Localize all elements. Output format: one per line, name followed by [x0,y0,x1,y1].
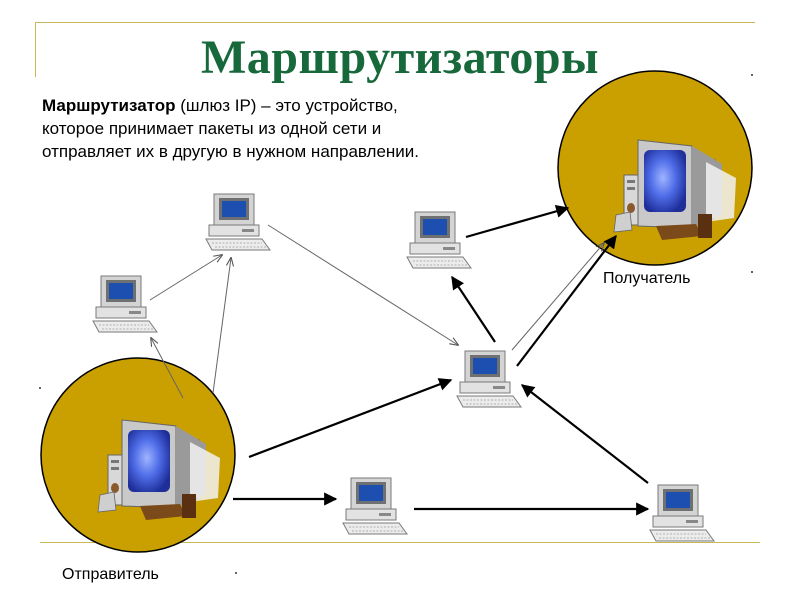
arrow-left-node-to-top-node [149,255,222,301]
definition-term: Маршрутизатор [42,96,176,115]
frame-bottom-line [40,542,760,543]
computer-icon [456,350,522,408]
arrow-sender-to-left-node [151,338,184,399]
thick-connections [233,204,650,516]
arrow-sender-to-center-node [248,378,453,459]
decor-dot [39,387,41,389]
computer-icon [342,477,408,535]
frame-top-line [35,22,755,23]
definition-body: (шлюз IP) – это устройство, которое прин… [42,96,420,161]
computer-icon [92,275,158,333]
sender-label: Отправитель [62,566,159,583]
slide-title: Маршрутизаторы [201,31,599,84]
arrow-center-node-to-upper-node [451,275,496,343]
arrow-top-node-to-center-node [267,224,458,345]
arrow-right-node-to-center-node [520,384,649,484]
receiver-label: Получатель [603,270,691,287]
computer-icon [205,193,271,251]
arrow-center-node-to-receiver-thin [511,243,604,351]
decor-dot [235,572,237,574]
decor-dot [751,271,753,273]
decor-dot [751,74,753,76]
thin-connections [149,224,604,399]
definition-text: Маршрутизатор (шлюз IP) – это устройство… [42,94,422,163]
computer-icon [649,484,715,542]
arrow-center-node-to-receiver [516,234,617,367]
frame-left-line [35,22,36,77]
arrow-upper-node-to-receiver [465,204,570,239]
computer-icon [406,211,472,269]
arrow-sender-to-top-node [212,258,231,394]
